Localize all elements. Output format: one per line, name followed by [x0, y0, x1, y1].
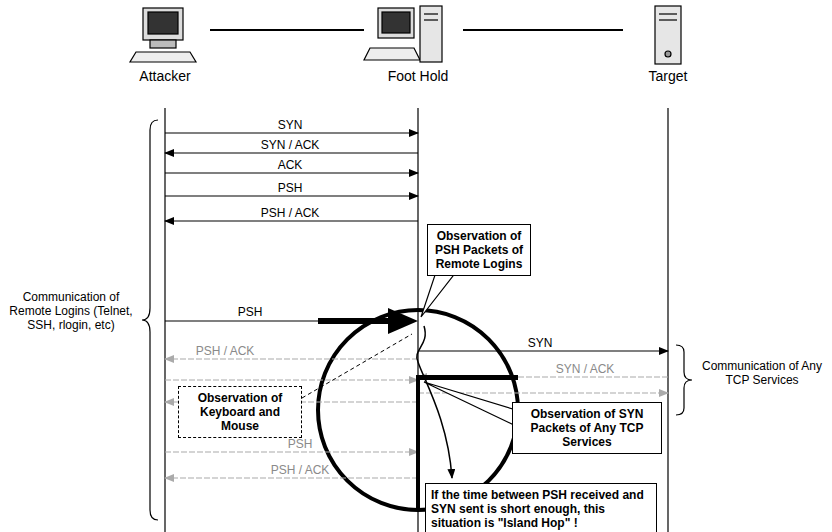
message-label: SYN / ACK	[556, 362, 615, 376]
computer-label: Foot Hold	[373, 68, 463, 84]
node-text: Attacker	[120, 68, 210, 84]
brace	[676, 345, 692, 415]
message-label: PSH	[238, 305, 263, 319]
foothold-computer	[364, 6, 442, 62]
message-label: SYN	[278, 118, 303, 132]
computer-label: Attacker	[120, 68, 210, 84]
message-label: PSH / ACK	[261, 206, 320, 220]
node-text: Foot Hold	[373, 68, 463, 84]
observation-strokes	[318, 308, 518, 510]
brace-label: Communication of Remote Logins (Telnet, …	[4, 290, 138, 332]
message-arrows	[165, 133, 668, 351]
message-label: PSH	[278, 181, 303, 195]
message-label: PSH	[288, 437, 313, 451]
message-label: PSH / ACK	[196, 344, 255, 358]
message-label: SYN	[528, 336, 553, 350]
time-arrow	[417, 326, 452, 478]
node-text: If the time between PSH received and SYN…	[431, 488, 651, 530]
brace-label: Communication of Any TCP Services	[696, 359, 828, 387]
node-text: Observation of PSH Packets of Remote Log…	[433, 229, 525, 271]
leader-line	[302, 334, 412, 398]
message-label: ACK	[278, 158, 303, 172]
node-text: Observation of SYN Packets of Any TCP Se…	[518, 407, 656, 449]
network-link	[210, 29, 364, 31]
callout-box: Observation of PSH Packets of Remote Log…	[427, 224, 531, 276]
lifeline	[165, 108, 668, 532]
node-text: Observation of Keyboard and Mouse	[184, 391, 296, 433]
observation-circle	[318, 310, 518, 510]
callout-box: Observation of Keyboard and Mouse	[178, 386, 302, 438]
node-text: Target	[623, 68, 713, 84]
callout-pointer	[424, 382, 516, 426]
callout-box: Observation of SYN Packets of Any TCP Se…	[512, 402, 662, 454]
computer-label: Target	[623, 68, 713, 84]
note-box: If the time between PSH received and SYN…	[425, 483, 657, 532]
callout-pointer	[421, 272, 456, 317]
attacker-computer	[130, 8, 196, 62]
message-label: PSH / ACK	[271, 463, 330, 477]
brace	[142, 120, 158, 520]
message-label: SYN / ACK	[261, 138, 320, 152]
target-server	[655, 6, 681, 64]
network-link	[463, 29, 623, 31]
